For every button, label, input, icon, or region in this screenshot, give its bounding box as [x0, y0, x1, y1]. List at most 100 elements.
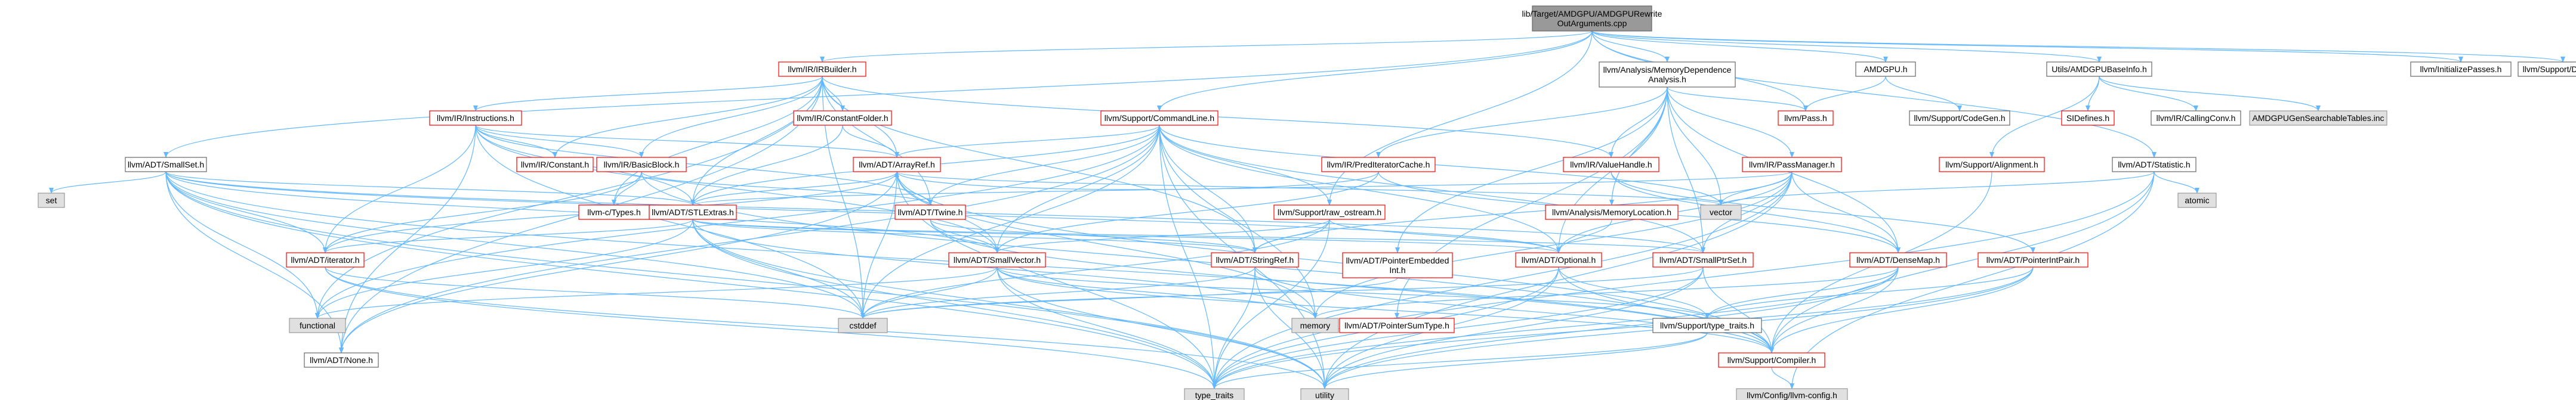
node-llvm-ir-basicblock-h[interactable]: llvm/IR/BasicBlock.h — [596, 157, 687, 172]
node-label: llvm/ADT/iterator.h — [291, 255, 359, 265]
edge-cl-to-rawostream — [1159, 125, 1332, 206]
edge-ptrintpair-to-compiler — [1769, 266, 2034, 354]
node-llvm-ir-valuehandle-h[interactable]: llvm/IR/ValueHandle.h — [1563, 157, 1659, 172]
node-llvm-adt-arrayref-h[interactable]: llvm/ADT/ArrayRef.h — [853, 157, 941, 172]
edge-memdep-to-predcache — [1376, 86, 1668, 158]
node-label: llvm/Support/Compiler.h — [1727, 355, 1816, 365]
node-llvm-support-raw-ostream-h[interactable]: llvm/Support/raw_ostream.h — [1273, 204, 1386, 220]
edge-amdgpu-to-codegen — [1885, 76, 1962, 111]
edge-stlextras-to-typetraits — [692, 219, 1217, 389]
edge-instructions-to-arrayref — [475, 125, 899, 158]
edge-compiler-to-llvmconfig — [1771, 367, 1794, 389]
edge-root-to-debug — [1591, 30, 2565, 63]
node-llvm-initializepasses-h[interactable]: llvm/InitializePasses.h — [2410, 61, 2512, 77]
edge-baseinfo-to-alignment — [1989, 76, 2100, 158]
node-llvm-support-compiler-h[interactable]: llvm/Support/Compiler.h — [1718, 352, 1825, 368]
node-sidefines-h[interactable]: SIDefines.h — [2061, 110, 2115, 126]
node-label: llvm/Support/CommandLine.h — [1105, 113, 1214, 123]
node-label: llvm/ADT/SmallSet.h — [128, 160, 204, 169]
edge-memdep-to-pass — [1667, 86, 1808, 111]
node-llvm-adt-smallvector-h[interactable]: llvm/ADT/SmallVector.h — [948, 252, 1046, 268]
node-box — [1736, 388, 1848, 400]
node-label: llvm-c/Types.h — [587, 207, 640, 217]
node-utils-amdgpubaseinfo-h[interactable]: Utils/AMDGPUBaseInfo.h — [2046, 61, 2152, 77]
edge-smallvector-to-functional — [315, 266, 998, 319]
node-box — [2249, 110, 2387, 126]
node-box — [2151, 110, 2241, 126]
node-llvm-adt-optional-h[interactable]: llvm/ADT/Optional.h — [1515, 252, 1602, 268]
node-llvm-support-alignment-h[interactable]: llvm/Support/Alignment.h — [1939, 157, 2045, 172]
edge-stringref-to-typetraits — [1212, 266, 1255, 389]
edge-smallset-to-optional — [165, 171, 1561, 253]
node-box — [894, 204, 966, 220]
node-box — [1849, 252, 1947, 268]
node-llvm-adt-iterator-h[interactable]: llvm/ADT/iterator.h — [286, 252, 365, 268]
node-llvm-adt-twine-h[interactable]: llvm/ADT/Twine.h — [894, 204, 966, 220]
edge-smallvector-to-cstddef — [860, 266, 998, 319]
node-box — [429, 110, 522, 126]
node-label: llvm/ADT/Statistic.h — [2118, 160, 2190, 169]
node-llvm-adt-none-h[interactable]: llvm/ADT/None.h — [304, 352, 379, 368]
node-box — [1339, 318, 1455, 333]
node-llvm-support-codegen-h[interactable]: llvm/Support/CodeGen.h — [1909, 110, 2010, 126]
node-llvm-ir-irbuilder-h[interactable]: llvm/IR/IRBuilder.h — [778, 61, 866, 77]
edge-ptrintpair-to-typetraits — [1212, 266, 2034, 389]
node-llvm-adt-densemap-h[interactable]: llvm/ADT/DenseMap.h — [1849, 252, 1947, 268]
node-box — [1652, 252, 1754, 268]
node-llvm-ir-instructions-h[interactable]: llvm/IR/Instructions.h — [429, 110, 522, 126]
node-label: atomic — [2185, 196, 2209, 205]
edge-memdep-to-passmanager — [1667, 86, 1794, 158]
node-llvm-support-type-traits-h[interactable]: llvm/Support/type_traits.h — [1652, 318, 1762, 333]
node-box — [1977, 252, 2088, 268]
node-label: llvm/IR/IRBuilder.h — [788, 64, 856, 74]
edge-densemap-to-typetraits — [1212, 266, 1899, 389]
node-label: Analysis.h — [1648, 75, 1686, 84]
node-llvm-adt-stringref-h[interactable]: llvm/ADT/StringRef.h — [1211, 252, 1299, 268]
edge-instructions-to-iterator — [323, 125, 476, 253]
node-box — [1291, 318, 1339, 333]
node-llvm-ir-constantfolder-h[interactable]: llvm/IR/ConstantFolder.h — [793, 110, 892, 126]
node-atomic: atomic — [2177, 193, 2217, 208]
node-llvm-support-debug-h[interactable]: llvm/Support/Debug.h — [2518, 61, 2576, 77]
edge-optional-to-supporttypetraits — [1558, 266, 1710, 319]
node-box — [2046, 61, 2152, 77]
node-vector: vector — [1700, 204, 1742, 220]
node-llvm-adt-smallptrset-h[interactable]: llvm/ADT/SmallPtrSet.h — [1652, 252, 1754, 268]
node-type-traits: type_traits — [1184, 388, 1245, 400]
node-llvm-adt-stlextras-h[interactable]: llvm/ADT/STLExtras.h — [649, 204, 737, 220]
node-label: llvm/Support/Debug.h — [2523, 64, 2576, 74]
edge-predcache-to-arrayref — [894, 171, 1379, 190]
edge-stlextras-to-utility — [692, 219, 1327, 389]
node-llvm-analysis-memorylocation-h[interactable]: llvm/Analysis/MemoryLocation.h — [1545, 204, 1679, 220]
node-llvm-ir-callingconv-h[interactable]: llvm/IR/CallingConv.h — [2151, 110, 2241, 126]
node-label: llvm/IR/BasicBlock.h — [604, 160, 680, 169]
edge-supporttypetraits-to-utility — [1322, 332, 1708, 389]
node-box — [793, 110, 892, 126]
node-box — [1342, 252, 1453, 278]
node-box — [2061, 110, 2115, 126]
edge-basicblock-to-compiler — [641, 171, 1774, 354]
edge-root-to-memdep — [1591, 30, 1670, 63]
node-llvm-support-commandline-h[interactable]: llvm/Support/CommandLine.h — [1100, 110, 1218, 126]
node-box — [649, 204, 737, 220]
node-llvm-adt-pointersumtype-h[interactable]: llvm/ADT/PointerSumType.h — [1339, 318, 1455, 333]
node-llvm-adt-pointerintpair-h[interactable]: llvm/ADT/PointerIntPair.h — [1977, 252, 2088, 268]
node-amdgpu-h[interactable]: AMDGPU.h — [1855, 61, 1916, 77]
node-box — [1300, 388, 1349, 400]
node-llvm-c-types-h[interactable]: llvm-c/Types.h — [578, 204, 650, 220]
node-box — [853, 157, 941, 172]
node-llvm-ir-constant-h[interactable]: llvm/IR/Constant.h — [516, 157, 594, 172]
node-label: llvm/ADT/SmallPtrSet.h — [1659, 255, 1747, 265]
edge-passmanager-to-stringref — [1252, 171, 1793, 253]
edge-densemap-to-compiler — [1769, 266, 1899, 354]
node-llvm-pass-h[interactable]: llvm/Pass.h — [1778, 110, 1834, 126]
node-llvm-adt-smallset-h[interactable]: llvm/ADT/SmallSet.h — [125, 157, 207, 172]
node-lib-target-amdgpu-amdgpurewrite-outarguments-cpp: lib/Target/AMDGPU/AMDGPURewriteOutArgume… — [1522, 5, 1662, 32]
edge-smallset-to-stlextras — [165, 171, 695, 206]
node-llvm-adt-statistic-h[interactable]: llvm/ADT/Statistic.h — [2112, 157, 2196, 172]
node-llvm-ir-prediteratorcache-h[interactable]: llvm/IR/PredIteratorCache.h — [1321, 157, 1436, 172]
node-llvm-ir-passmanager-h[interactable]: llvm/IR/PassManager.h — [1742, 157, 1842, 172]
